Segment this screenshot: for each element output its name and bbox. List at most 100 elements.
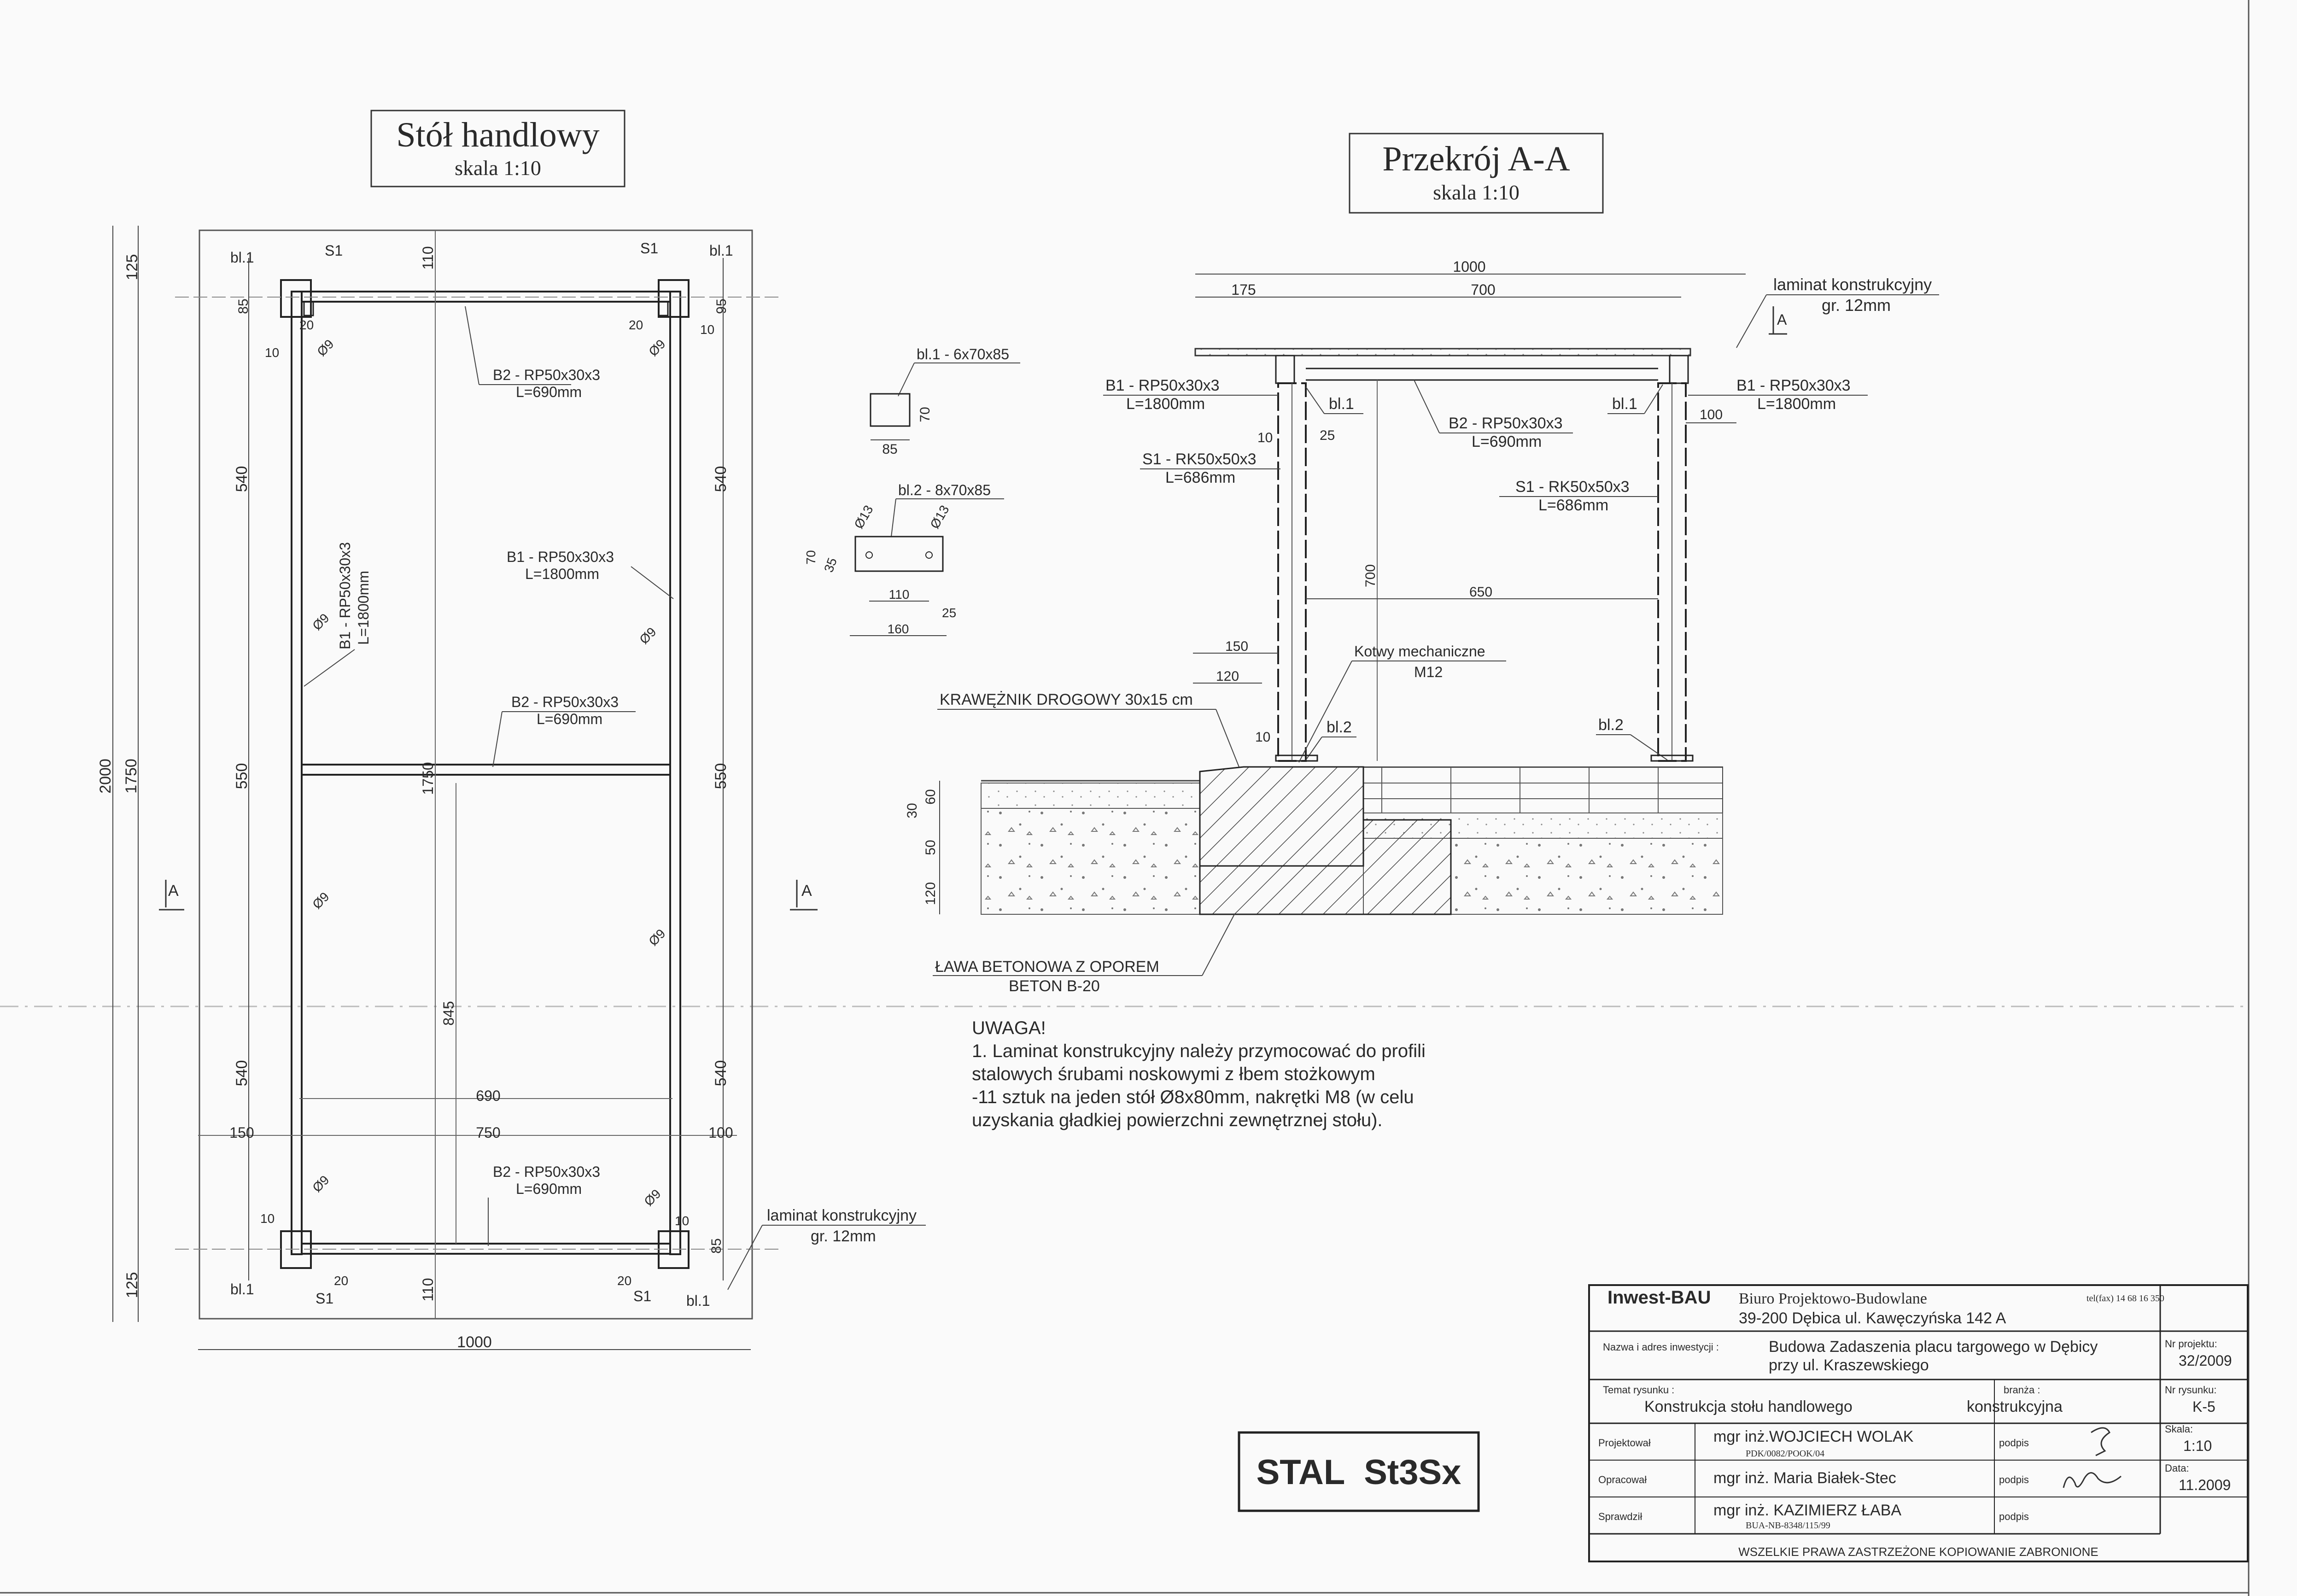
tb-topic-label: Temat rysunku : [1603, 1384, 1674, 1396]
tb-office: Biuro Projektowo-Budowlane [1739, 1290, 1927, 1307]
tb-rights: WSZELKIE PRAWA ZASTRZEŻONE KOPIOWANIE ZA… [1738, 1545, 2098, 1559]
plate-bl2 [854, 536, 944, 572]
sec-laminat: laminat konstrukcyjny [1773, 275, 1932, 294]
dim-100: 100 [708, 1124, 733, 1141]
sec-kraweznik: KRAWĘŻNIK DROGOWY 30x15 cm [940, 691, 1193, 708]
note-block: UWAGA! 1. Laminat konstrukcyjny należy p… [972, 1018, 1426, 1130]
note-line-1: 1. Laminat konstrukcyjny należy przymoco… [972, 1041, 1426, 1061]
tb-date: 11.2009 [2179, 1477, 2231, 1493]
dim-540-r1: 540 [712, 466, 730, 492]
frame-b2-bot [301, 1243, 671, 1255]
plate-bl2-25: 25 [942, 606, 956, 620]
sec-dim-10a: 10 [1257, 430, 1273, 445]
sec-dim-1000: 1000 [1453, 258, 1485, 275]
sec-b1-left-l: L=1800mm [1126, 395, 1205, 413]
dim-550-r: 550 [712, 763, 730, 789]
dim-540-l1: 540 [233, 466, 251, 492]
dim-845: 845 [440, 1001, 457, 1025]
sec-b1-right [1669, 355, 1689, 384]
sec-b1-right-l: L=1800mm [1757, 395, 1836, 413]
dim-1750-mid: 1750 [420, 762, 436, 795]
tb-r3-label: Sprawdził [1598, 1511, 1642, 1522]
section-scale: skala 1:10 [1433, 181, 1520, 204]
sec-paving [1363, 766, 1723, 813]
tb-firm: Inwest-BAU [1607, 1287, 1711, 1308]
plan-b2-bot: B2 - RP50x30x3 [493, 1163, 600, 1180]
plan-s1-tr: S1 [640, 240, 658, 257]
tb-r1-name: mgr inż.WOJCIECH WOLAK [1713, 1428, 1914, 1445]
plate-bl2-70: 70 [804, 550, 818, 564]
plate-bl2-160: 160 [888, 622, 909, 636]
frame-b1-left [291, 291, 303, 1255]
sec-bl1-left: bl.1 [1329, 395, 1354, 413]
tb-tel: tel(fax) 14 68 16 350 [2087, 1293, 2164, 1304]
sec-kotwy-m: M12 [1414, 664, 1443, 680]
plate-bl2-phi-l: Ø13 [851, 503, 876, 531]
dim-85-br: 85 [709, 1238, 724, 1253]
sec-s1-right-l: L=686mm [1538, 497, 1608, 514]
sec-dim-120v: 120 [923, 882, 938, 905]
plan-b1-right-l: L=1800mm [525, 566, 599, 582]
sec-s1-left-l: L=686mm [1165, 469, 1235, 486]
tb-branch: konstrukcyjna [1967, 1398, 2063, 1415]
plan-title-box [370, 110, 625, 187]
tb-r2-sign: podpis [1999, 1474, 2029, 1485]
title-block: Inwest-BAU Biuro Projektowo-Budowlane 39… [1588, 1284, 2249, 1562]
dim-20-br: 20 [617, 1274, 631, 1288]
sec-dim-150: 150 [1225, 639, 1248, 654]
section-title-box [1349, 133, 1604, 214]
dim-125-top: 125 [123, 254, 141, 281]
laminate-outline [199, 229, 753, 1320]
plan-b2-top-l: L=690mm [516, 384, 582, 400]
dim-550-l: 550 [233, 763, 251, 789]
note-line-3: -11 sztuk na jeden stół Ø8x80mm, nakrętk… [972, 1087, 1414, 1107]
sec-dim-60: 60 [923, 789, 938, 804]
signature-1 [2091, 1427, 2110, 1456]
tb-draw-no-label: Nr rysunku: [2165, 1384, 2216, 1396]
sec-dim-650: 650 [1469, 585, 1492, 600]
tb-proj-no-label: Nr projektu: [2165, 1338, 2217, 1350]
dim-20-tr: 20 [629, 318, 643, 332]
dim-20-bl: 20 [334, 1274, 348, 1288]
sec-dim-700: 700 [1471, 281, 1495, 298]
post-s1-tr [658, 279, 690, 318]
sec-bl1-right: bl.1 [1612, 395, 1637, 413]
sec-bl2-right: bl.2 [1598, 716, 1624, 734]
sec-gravel-right [1450, 838, 1723, 915]
plate-bl1-w: 85 [882, 442, 897, 457]
plan-laminat-gr: gr. 12mm [811, 1228, 876, 1245]
dim-110-top: 110 [420, 246, 436, 269]
plan-sec-a-left: A [168, 882, 179, 900]
plan-title: Stół handlowy [396, 116, 599, 154]
plan-b1-right: B1 - RP50x30x3 [507, 549, 614, 565]
plan-b2-mid: B2 - RP50x30x3 [511, 694, 619, 710]
dim-85-tl: 85 [236, 298, 251, 314]
plan-b1-left: B1 - RP50x30x3 [337, 542, 353, 649]
plan-b1-left-l: L=1800mm [355, 571, 372, 645]
plan-phi9-tl: Ø9 [314, 337, 336, 359]
section-title: Przekrój A-A [1382, 140, 1570, 178]
plan-s1-br: S1 [633, 1288, 651, 1304]
plan-phi9-bl: Ø9 [310, 1173, 332, 1195]
dim-10-bl: 10 [260, 1211, 275, 1226]
sec-concrete-bench [1199, 819, 1452, 915]
plan-bl1-tl: bl.1 [230, 249, 254, 266]
plan-phi9-tr: Ø9 [646, 337, 668, 359]
sec-s1-right: S1 - RK50x50x3 [1515, 478, 1630, 496]
plan-phi9-lm: Ø9 [310, 889, 332, 912]
plan-laminat: laminat konstrukcyjny [767, 1207, 917, 1224]
dim-95-tr: 95 [714, 298, 729, 314]
dim-750: 750 [476, 1124, 500, 1141]
dim-540-l2: 540 [233, 1060, 251, 1087]
tb-r3-name: mgr inż. KAZIMIERZ ŁABA [1713, 1502, 1901, 1519]
sec-b1-left [1275, 355, 1295, 384]
tb-r1-lic: PDK/0082/POOK/04 [1746, 1449, 1824, 1459]
sec-dim-175: 175 [1231, 281, 1256, 298]
plan-phi9-l: Ø9 [310, 611, 332, 633]
plan-bl1-tr: bl.1 [709, 242, 733, 259]
section-view: Przekrój A-A skala 1:10 1000 175 700 lam… [905, 133, 1939, 995]
tb-r3-sign: podpis [1999, 1511, 2029, 1522]
tb-r2-label: Opracował [1598, 1474, 1647, 1485]
note-line-2: stalowych śrubami noskowymi z łbem stożk… [972, 1064, 1375, 1084]
